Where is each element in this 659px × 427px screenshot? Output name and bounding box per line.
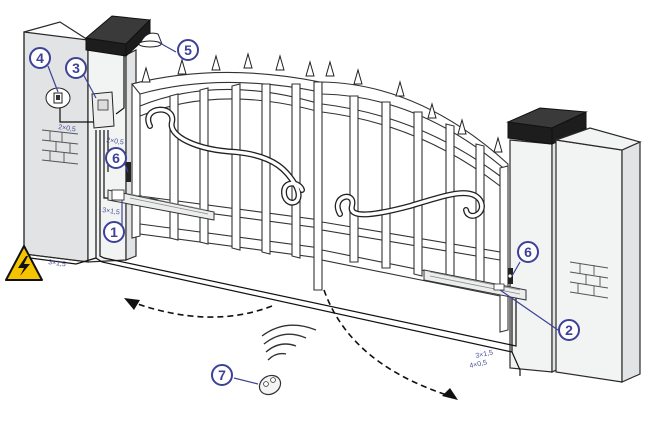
control-unit-box [91,91,115,129]
right-wall [555,127,642,383]
radio-waves-icon [261,324,317,361]
spear-tips-right [325,60,503,153]
badge-4-label: 4 [36,50,44,66]
badge-2-label: 2 [565,322,573,338]
arrow-heads [124,298,458,400]
key-switch-device [45,87,71,109]
cable-label-switch: 2×0,5 [58,124,77,133]
badge-3: 3 [65,57,87,79]
badge-6-left-label: 6 [112,150,120,166]
cable-label-lamp: 2×0,5 [106,137,125,146]
badge-5-label: 5 [184,42,192,58]
gate-right-leaf [321,60,509,333]
photocell-left-device [126,162,131,182]
badge-3-label: 3 [72,60,80,76]
badge-7: 7 [211,364,233,386]
photocell-right-device [508,268,513,284]
brick-pattern-left [41,129,79,165]
spear-tips-left [141,52,315,83]
badge-2: 2 [558,319,580,341]
badge-1: 1 [103,221,125,243]
cable-label-right-photocell: 4×0,5 [469,359,488,370]
flashing-lamp-device [138,32,163,48]
swing-arrows [131,289,451,397]
badge-5: 5 [177,39,199,61]
actuator-left-device [107,189,215,221]
cable-label-left-actuator: 3×1,5 [102,207,121,216]
cable-runs [29,54,521,376]
brick-pattern-right [569,261,609,299]
badge-1-label: 1 [110,224,118,240]
gate-left-leaf [131,52,323,291]
cable-label-right-actuator: 3×1,5 [475,349,494,360]
badge-6-right: 6 [517,241,539,263]
badge-6-right-label: 6 [524,244,532,260]
actuator-right-device [423,269,527,301]
badge-7-label: 7 [218,367,226,383]
cable-label-mains: 3×1,5 [48,259,67,268]
remote-control-icon [258,374,282,396]
badge-6-left: 6 [105,147,127,169]
high-voltage-warning-icon [5,245,43,281]
badge-4: 4 [29,47,51,69]
